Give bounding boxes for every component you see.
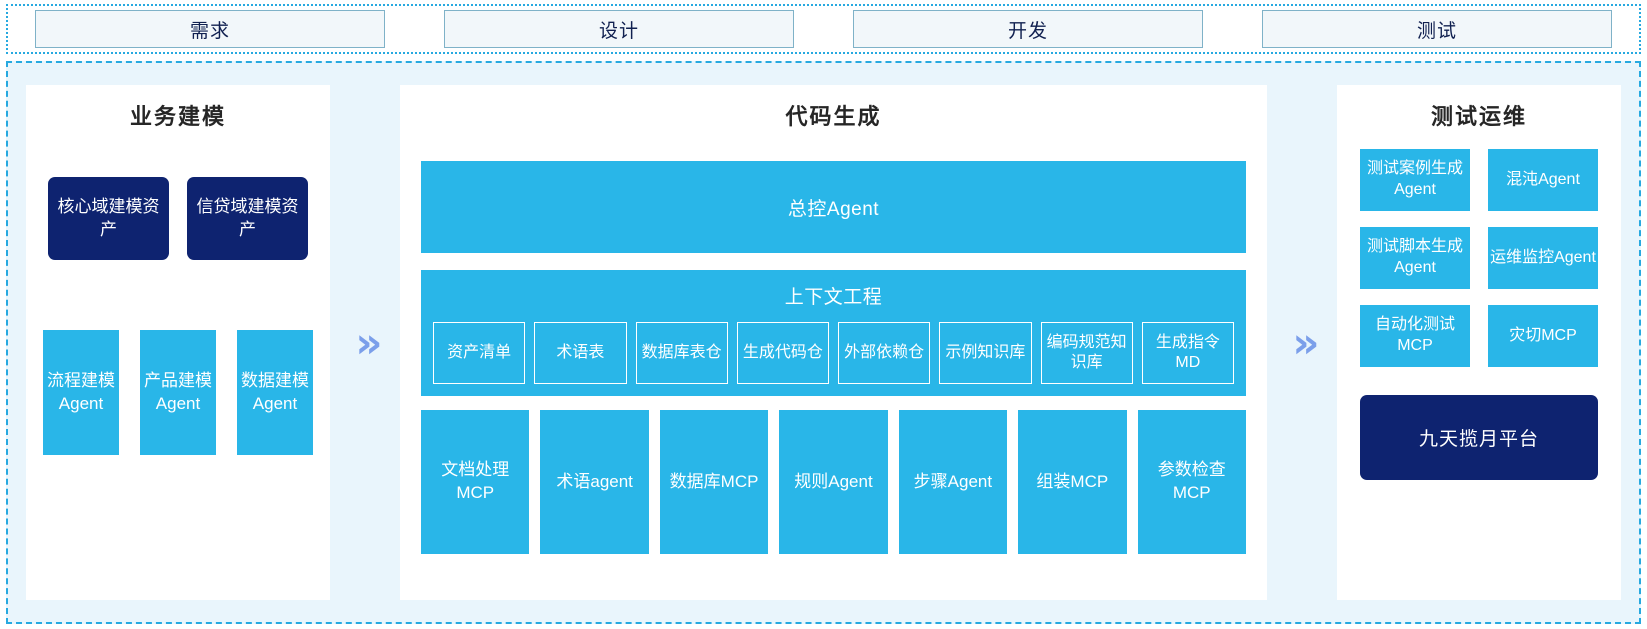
panel-code-generation: 代码生成 总控Agent 上下文工程 资产清单 术语表 bbox=[400, 85, 1267, 600]
stage-box-design[interactable]: 设计 bbox=[444, 10, 794, 48]
test-ops-box-test-script-generation-agent[interactable]: 测试脚本生成Agent bbox=[1360, 227, 1470, 289]
mcp-item-rule-agent[interactable]: 规则Agent bbox=[779, 410, 888, 554]
agent-box-data-modeling[interactable]: 数据建模Agent bbox=[237, 330, 313, 455]
context-item-glossary[interactable]: 术语表 bbox=[534, 322, 627, 384]
double-chevron-right-icon: » bbox=[1292, 317, 1319, 367]
master-agent-label: 总控Agent bbox=[787, 198, 880, 220]
master-agent-bar[interactable]: 总控Agent bbox=[421, 161, 1246, 253]
test-ops-label: 运维监控Agent bbox=[1490, 248, 1596, 266]
arrow-separator-right: » bbox=[1267, 85, 1337, 600]
context-item-db-table-repo[interactable]: 数据库表仓 bbox=[635, 322, 728, 384]
panel-business-modeling: 业务建模 核心域建模资产 信贷域建模资产 流程建模Agent 产品建模Agent… bbox=[26, 85, 330, 600]
test-ops-box-automated-test-mcp[interactable]: 自动化测试MCP bbox=[1360, 305, 1470, 367]
asset-label: 信贷域建模资产 bbox=[196, 196, 299, 239]
business-asset-row: 核心域建模资产 信贷域建模资产 bbox=[48, 177, 308, 260]
context-item-label: 生成指令MD bbox=[1155, 333, 1220, 371]
agent-label: 数据建模Agent bbox=[241, 371, 309, 413]
mcp-item-glossary-agent[interactable]: 术语agent bbox=[540, 410, 649, 554]
asset-label: 核心域建模资产 bbox=[57, 196, 160, 239]
stage-label: 开发 bbox=[1007, 20, 1048, 42]
context-engineering-title: 上下文工程 bbox=[784, 287, 883, 308]
platform-label: 九天揽月平台 bbox=[1418, 429, 1539, 450]
test-ops-grid: 测试案例生成Agent 混沌Agent 测试脚本生成Agent 运维监控Agen… bbox=[1360, 149, 1598, 367]
test-ops-label: 混沌Agent bbox=[1506, 170, 1580, 188]
context-item-label: 编码规范知识库 bbox=[1046, 333, 1127, 371]
stage-label: 需求 bbox=[189, 20, 230, 42]
context-item-label: 示例知识库 bbox=[945, 343, 1026, 361]
asset-box-credit-domain[interactable]: 信贷域建模资产 bbox=[187, 177, 308, 260]
panel-test-operations: 测试运维 测试案例生成Agent 混沌Agent 测试脚本生成Agent 运维监… bbox=[1337, 85, 1621, 600]
mcp-item-step-agent[interactable]: 步骤Agent bbox=[898, 410, 1008, 554]
context-item-example-knowledge-base[interactable]: 示例知识库 bbox=[939, 322, 1032, 384]
business-agent-row: 流程建模Agent 产品建模Agent 数据建模Agent bbox=[43, 330, 313, 455]
agent-label: 产品建模Agent bbox=[144, 371, 212, 413]
panel-title-test-operations: 测试运维 bbox=[1430, 104, 1527, 129]
stage-box-requirements[interactable]: 需求 bbox=[35, 10, 385, 48]
context-item-label: 生成代码仓 bbox=[742, 343, 823, 361]
mcp-item-label: 规则Agent bbox=[794, 471, 873, 491]
context-item-label: 外部依赖仓 bbox=[844, 343, 925, 361]
stage-box-development[interactable]: 开发 bbox=[853, 10, 1203, 48]
context-item-generation-instruction-md[interactable]: 生成指令MD bbox=[1141, 322, 1234, 384]
context-item-generated-code-repo[interactable]: 生成代码仓 bbox=[736, 322, 829, 384]
mcp-item-label: 文档处理MCP bbox=[441, 460, 510, 502]
test-ops-box-ops-monitoring-agent[interactable]: 运维监控Agent bbox=[1488, 227, 1598, 289]
context-item-label: 数据库表仓 bbox=[641, 343, 722, 361]
mcp-item-label: 术语agent bbox=[556, 471, 633, 491]
stage-box-testing[interactable]: 测试 bbox=[1262, 10, 1612, 48]
test-ops-box-chaos-agent[interactable]: 混沌Agent bbox=[1488, 149, 1598, 211]
main-region: 业务建模 核心域建模资产 信贷域建模资产 流程建模Agent 产品建模Agent… bbox=[6, 61, 1641, 624]
mcp-item-label: 步骤Agent bbox=[913, 471, 993, 491]
test-ops-label: 测试案例生成Agent bbox=[1366, 160, 1463, 198]
agent-label: 流程建模Agent bbox=[47, 371, 115, 413]
double-chevron-right-icon: » bbox=[355, 317, 382, 367]
asset-box-core-domain[interactable]: 核心域建模资产 bbox=[48, 177, 169, 260]
context-engineering-panel: 上下文工程 资产清单 术语表 数据库表仓 生成代码仓 bbox=[421, 270, 1246, 396]
panel-title-code-generation: 代码生成 bbox=[785, 104, 882, 129]
agent-box-product-modeling[interactable]: 产品建模Agent bbox=[140, 330, 216, 455]
mcp-item-assembly[interactable]: 组装MCP bbox=[1018, 410, 1127, 554]
context-item-list: 资产清单 术语表 数据库表仓 生成代码仓 外部依赖仓 bbox=[433, 322, 1234, 384]
context-item-label: 资产清单 bbox=[447, 343, 512, 361]
test-ops-box-disaster-switch-mcp[interactable]: 灾切MCP bbox=[1488, 305, 1598, 367]
mcp-item-parameter-check[interactable]: 参数检查MCP bbox=[1137, 410, 1246, 554]
platform-box-jiutian[interactable]: 九天揽月平台 bbox=[1360, 395, 1598, 480]
context-item-label: 术语表 bbox=[556, 343, 605, 361]
context-item-coding-standard-knowledge-base[interactable]: 编码规范知识库 bbox=[1040, 322, 1133, 384]
mcp-agent-row: 文档处理MCP 术语agent 数据库MCP 规则Agent 步骤Agent bbox=[421, 410, 1246, 554]
stage-label: 测试 bbox=[1416, 20, 1457, 42]
test-ops-label: 自动化测试MCP bbox=[1374, 316, 1455, 354]
mcp-item-document-processing[interactable]: 文档处理MCP bbox=[421, 410, 530, 554]
mcp-item-label: 参数检查MCP bbox=[1157, 460, 1226, 502]
mcp-item-label: 数据库MCP bbox=[669, 471, 759, 491]
context-item-asset-inventory[interactable]: 资产清单 bbox=[433, 322, 526, 384]
stage-label: 设计 bbox=[598, 20, 639, 42]
mcp-item-database[interactable]: 数据库MCP bbox=[659, 410, 769, 554]
test-ops-box-test-case-generation-agent[interactable]: 测试案例生成Agent bbox=[1360, 149, 1470, 211]
agent-box-process-modeling[interactable]: 流程建模Agent bbox=[43, 330, 119, 455]
stage-bar: 需求 设计 开发 测试 bbox=[6, 4, 1641, 54]
code-generation-content: 总控Agent 上下文工程 资产清单 术语表 数据库表仓 bbox=[400, 131, 1267, 554]
mcp-item-label: 组装MCP bbox=[1036, 471, 1109, 491]
context-item-external-dependency-repo[interactable]: 外部依赖仓 bbox=[838, 322, 931, 384]
test-ops-label: 测试脚本生成Agent bbox=[1366, 238, 1463, 276]
arrow-separator-left: » bbox=[330, 85, 400, 600]
panel-title-business-modeling: 业务建模 bbox=[129, 104, 226, 129]
test-ops-label: 灾切MCP bbox=[1509, 326, 1577, 344]
